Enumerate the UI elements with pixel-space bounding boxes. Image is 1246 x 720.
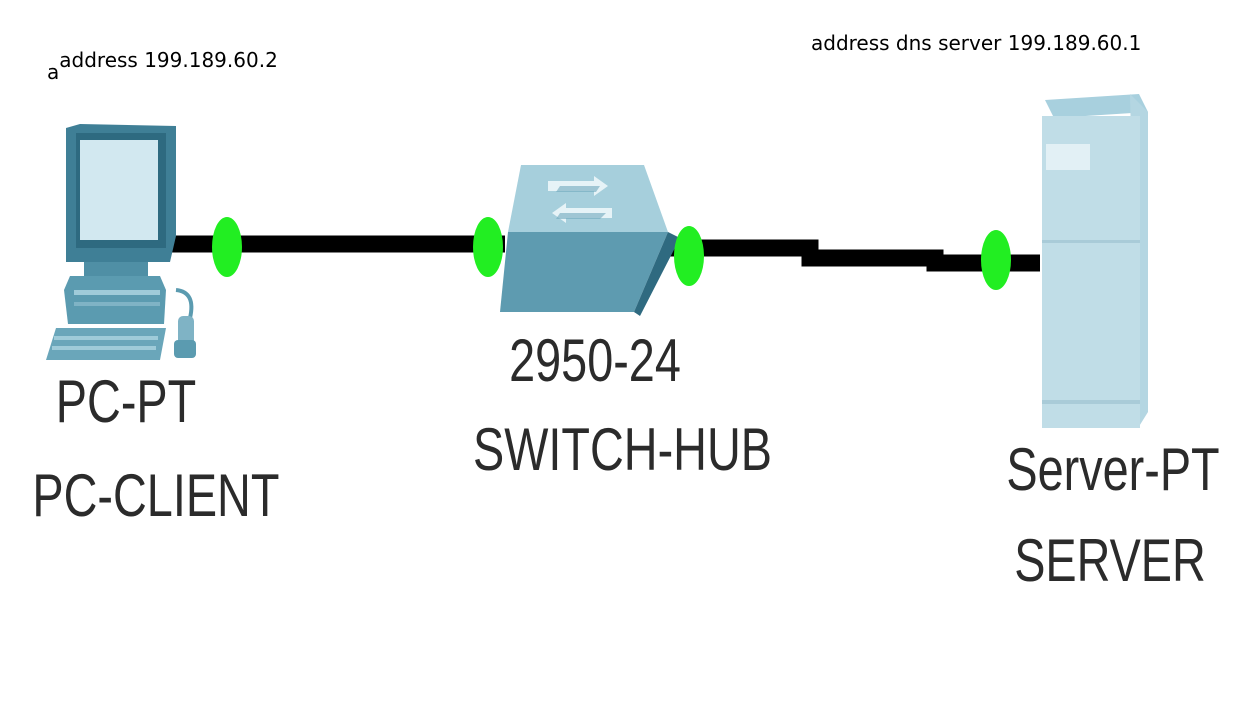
pc-name-label: PC-CLIENT xyxy=(32,462,280,529)
server-address-note: address dns server 199.189.60.1 xyxy=(811,31,1142,55)
pc-address-note: aaddress 199.189.60.2 xyxy=(47,48,278,82)
pc-address-prefix: a xyxy=(47,60,60,84)
cable-switch-server xyxy=(665,239,1040,272)
network-switch-icon[interactable] xyxy=(500,165,680,316)
pc-model-label: PC-PT xyxy=(55,368,197,435)
desktop-pc-icon[interactable] xyxy=(46,124,196,360)
switch-name-label: SWITCH-HUB xyxy=(473,416,772,483)
link-status-indicator xyxy=(212,217,242,277)
link-status-indicator xyxy=(981,230,1011,290)
server-name-label: SERVER xyxy=(1014,527,1206,594)
pc-address-text: address 199.189.60.2 xyxy=(59,48,278,72)
switch-model-label: 2950-24 xyxy=(509,327,681,394)
link-status-indicator xyxy=(674,226,704,286)
server-model-label: Server-PT xyxy=(1006,436,1220,503)
link-status-indicator xyxy=(473,217,503,277)
tower-server-icon[interactable] xyxy=(1042,94,1148,428)
